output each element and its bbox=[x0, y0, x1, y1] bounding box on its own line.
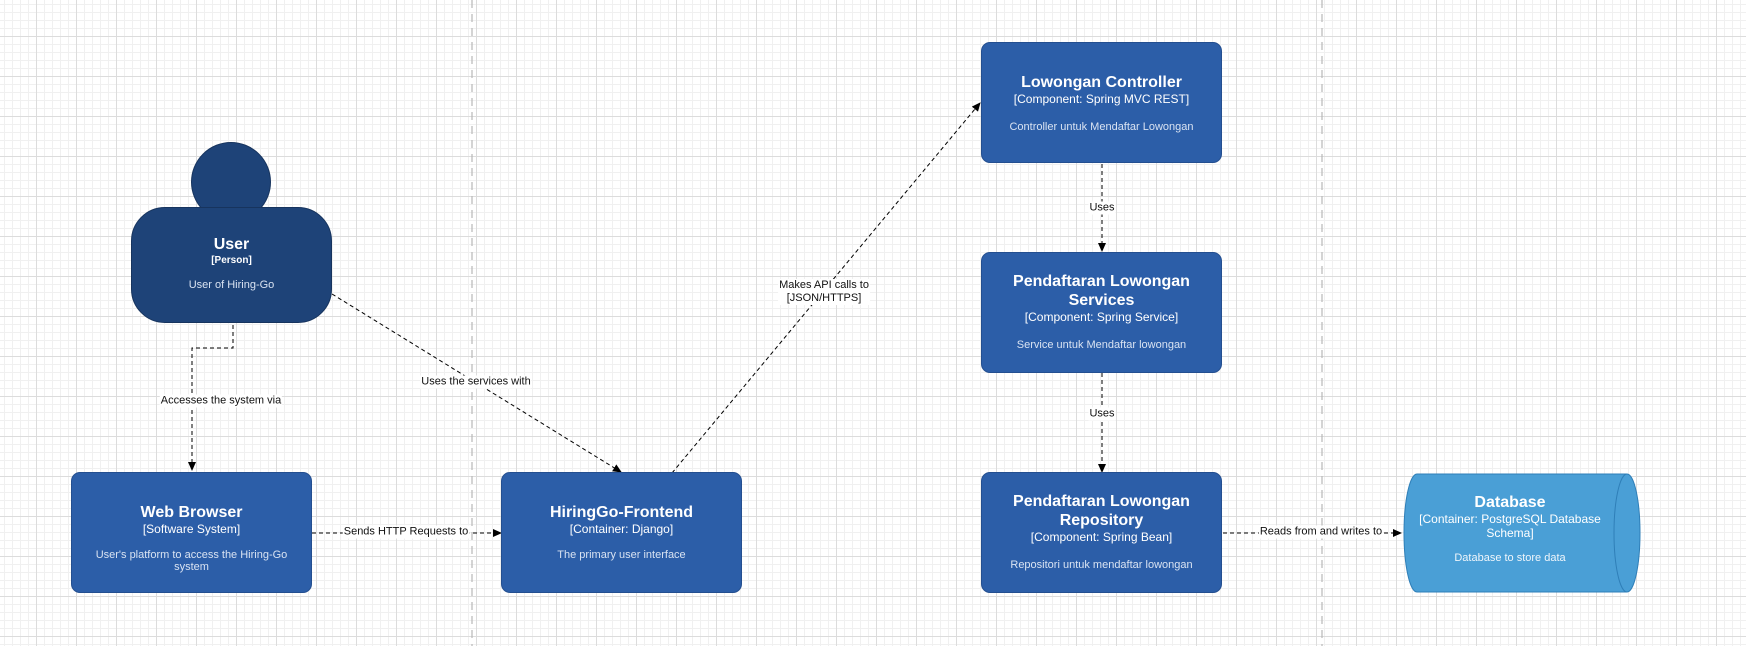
services-description: Service untuk Mendaftar lowongan bbox=[1016, 339, 1187, 351]
database-name: Database bbox=[1474, 494, 1546, 511]
controller-box[interactable]: Lowongan Controller [Component: Spring M… bbox=[981, 42, 1222, 163]
database-description: Database to store data bbox=[1454, 552, 1566, 564]
person-user[interactable]: User [Person] User of Hiring-Go bbox=[131, 207, 332, 323]
label-api-calls: Makes API calls to [JSON/HTTPS] bbox=[778, 279, 870, 305]
label-uses-1: Uses bbox=[1088, 201, 1116, 215]
person-type: [Person] bbox=[211, 255, 252, 266]
services-name-line1: Pendaftaran Lowongan bbox=[1013, 273, 1190, 290]
web-browser-description: User's platform to access the Hiring-Go … bbox=[95, 549, 288, 573]
person-name: User bbox=[213, 236, 250, 253]
label-uses-2: Uses bbox=[1088, 407, 1116, 421]
services-box[interactable]: Pendaftaran Lowongan Services [Component… bbox=[981, 252, 1222, 373]
controller-name: Lowongan Controller bbox=[1021, 74, 1182, 91]
repository-name-line2: Repository bbox=[1059, 512, 1144, 529]
frontend-type: [Container: Django] bbox=[569, 522, 674, 536]
web-browser-name: Web Browser bbox=[140, 504, 243, 521]
repository-box[interactable]: Pendaftaran Lowongan Repository [Compone… bbox=[981, 472, 1222, 593]
repository-description: Repositori untuk mendaftar lowongan bbox=[1010, 559, 1193, 571]
repository-type: [Component: Spring Bean] bbox=[1030, 530, 1173, 544]
label-reads-writes: Reads from and writes to bbox=[1258, 525, 1384, 539]
services-type: [Component: Spring Service] bbox=[1024, 310, 1179, 324]
controller-type: [Component: Spring MVC REST] bbox=[1013, 92, 1190, 106]
connector-accesses bbox=[188, 325, 234, 471]
database-type-line1: [Container: PostgreSQL Database bbox=[1419, 512, 1601, 526]
label-accesses: Accesses the system via bbox=[159, 394, 283, 408]
database-type-line2: Schema] bbox=[1486, 526, 1534, 540]
web-browser-box[interactable]: Web Browser [Software System] User's pla… bbox=[71, 472, 312, 593]
web-browser-type: [Software System] bbox=[142, 522, 241, 536]
frontend-box[interactable]: HiringGo-Frontend [Container: Django] Th… bbox=[501, 472, 742, 593]
repository-name-line1: Pendaftaran Lowongan bbox=[1013, 493, 1190, 510]
person-description: User of Hiring-Go bbox=[188, 279, 275, 291]
label-uses-services: Uses the services with bbox=[420, 375, 532, 389]
label-sends-http: Sends HTTP Requests to bbox=[342, 525, 470, 539]
frontend-description: The primary user interface bbox=[557, 549, 686, 561]
database-shape bbox=[1403, 473, 1641, 593]
database-cylinder[interactable]: Database [Container: PostgreSQL Database… bbox=[1403, 473, 1641, 593]
services-name-line2: Services bbox=[1068, 292, 1135, 309]
controller-description: Controller untuk Mendaftar Lowongan bbox=[1009, 121, 1194, 133]
frontend-name: HiringGo-Frontend bbox=[549, 504, 694, 521]
